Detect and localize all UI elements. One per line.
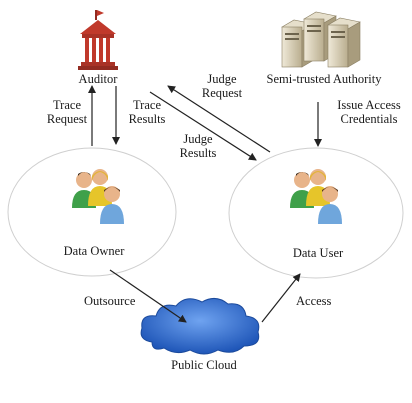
data-user-people-icon	[290, 169, 342, 224]
auditor-building-icon	[78, 10, 118, 70]
trace-request-label-line1: Trace	[52, 98, 81, 112]
trace-results-label-line1: Trace	[132, 98, 161, 112]
judge-request-label-line1: Judge	[207, 72, 237, 86]
issue-credentials-label-line2: Credentials	[340, 112, 398, 126]
data-owner-people-icon	[72, 169, 124, 224]
judge-request-label: Judge Request	[196, 72, 248, 100]
issue-credentials-label-line1: Issue Access	[337, 98, 401, 112]
judge-results-label-line1: Judge	[183, 132, 213, 146]
servers-icon	[281, 11, 361, 68]
semi-trusted-authority-label: Semi-trusted Authority	[266, 72, 382, 86]
arrow-judge-request	[167, 85, 271, 153]
auditor-label: Auditor	[78, 72, 118, 86]
data-owner-ellipse	[7, 147, 177, 277]
trace-request-label-line2: Request	[46, 112, 88, 126]
data-user-ellipse	[228, 147, 404, 279]
data-user-label: Data User	[292, 246, 344, 260]
judge-results-label: Judge Results	[172, 132, 224, 160]
data-owner-label: Data Owner	[63, 244, 125, 258]
judge-request-label-line2: Request	[201, 86, 243, 100]
trace-request-label: Trace Request	[44, 98, 90, 126]
issue-credentials-label: Issue Access Credentials	[328, 98, 410, 126]
public-cloud-label: Public Cloud	[171, 358, 237, 372]
public-cloud-icon	[140, 298, 260, 355]
arrow-judge-results	[149, 91, 257, 161]
trace-results-label-line2: Results	[128, 112, 166, 126]
judge-results-label-line2: Results	[179, 146, 217, 160]
access-label: Access	[296, 294, 332, 308]
arrow-outsource	[109, 269, 187, 323]
trace-results-label: Trace Results	[124, 98, 170, 126]
arrow-access	[261, 273, 301, 323]
outsource-label: Outsource	[84, 294, 136, 308]
